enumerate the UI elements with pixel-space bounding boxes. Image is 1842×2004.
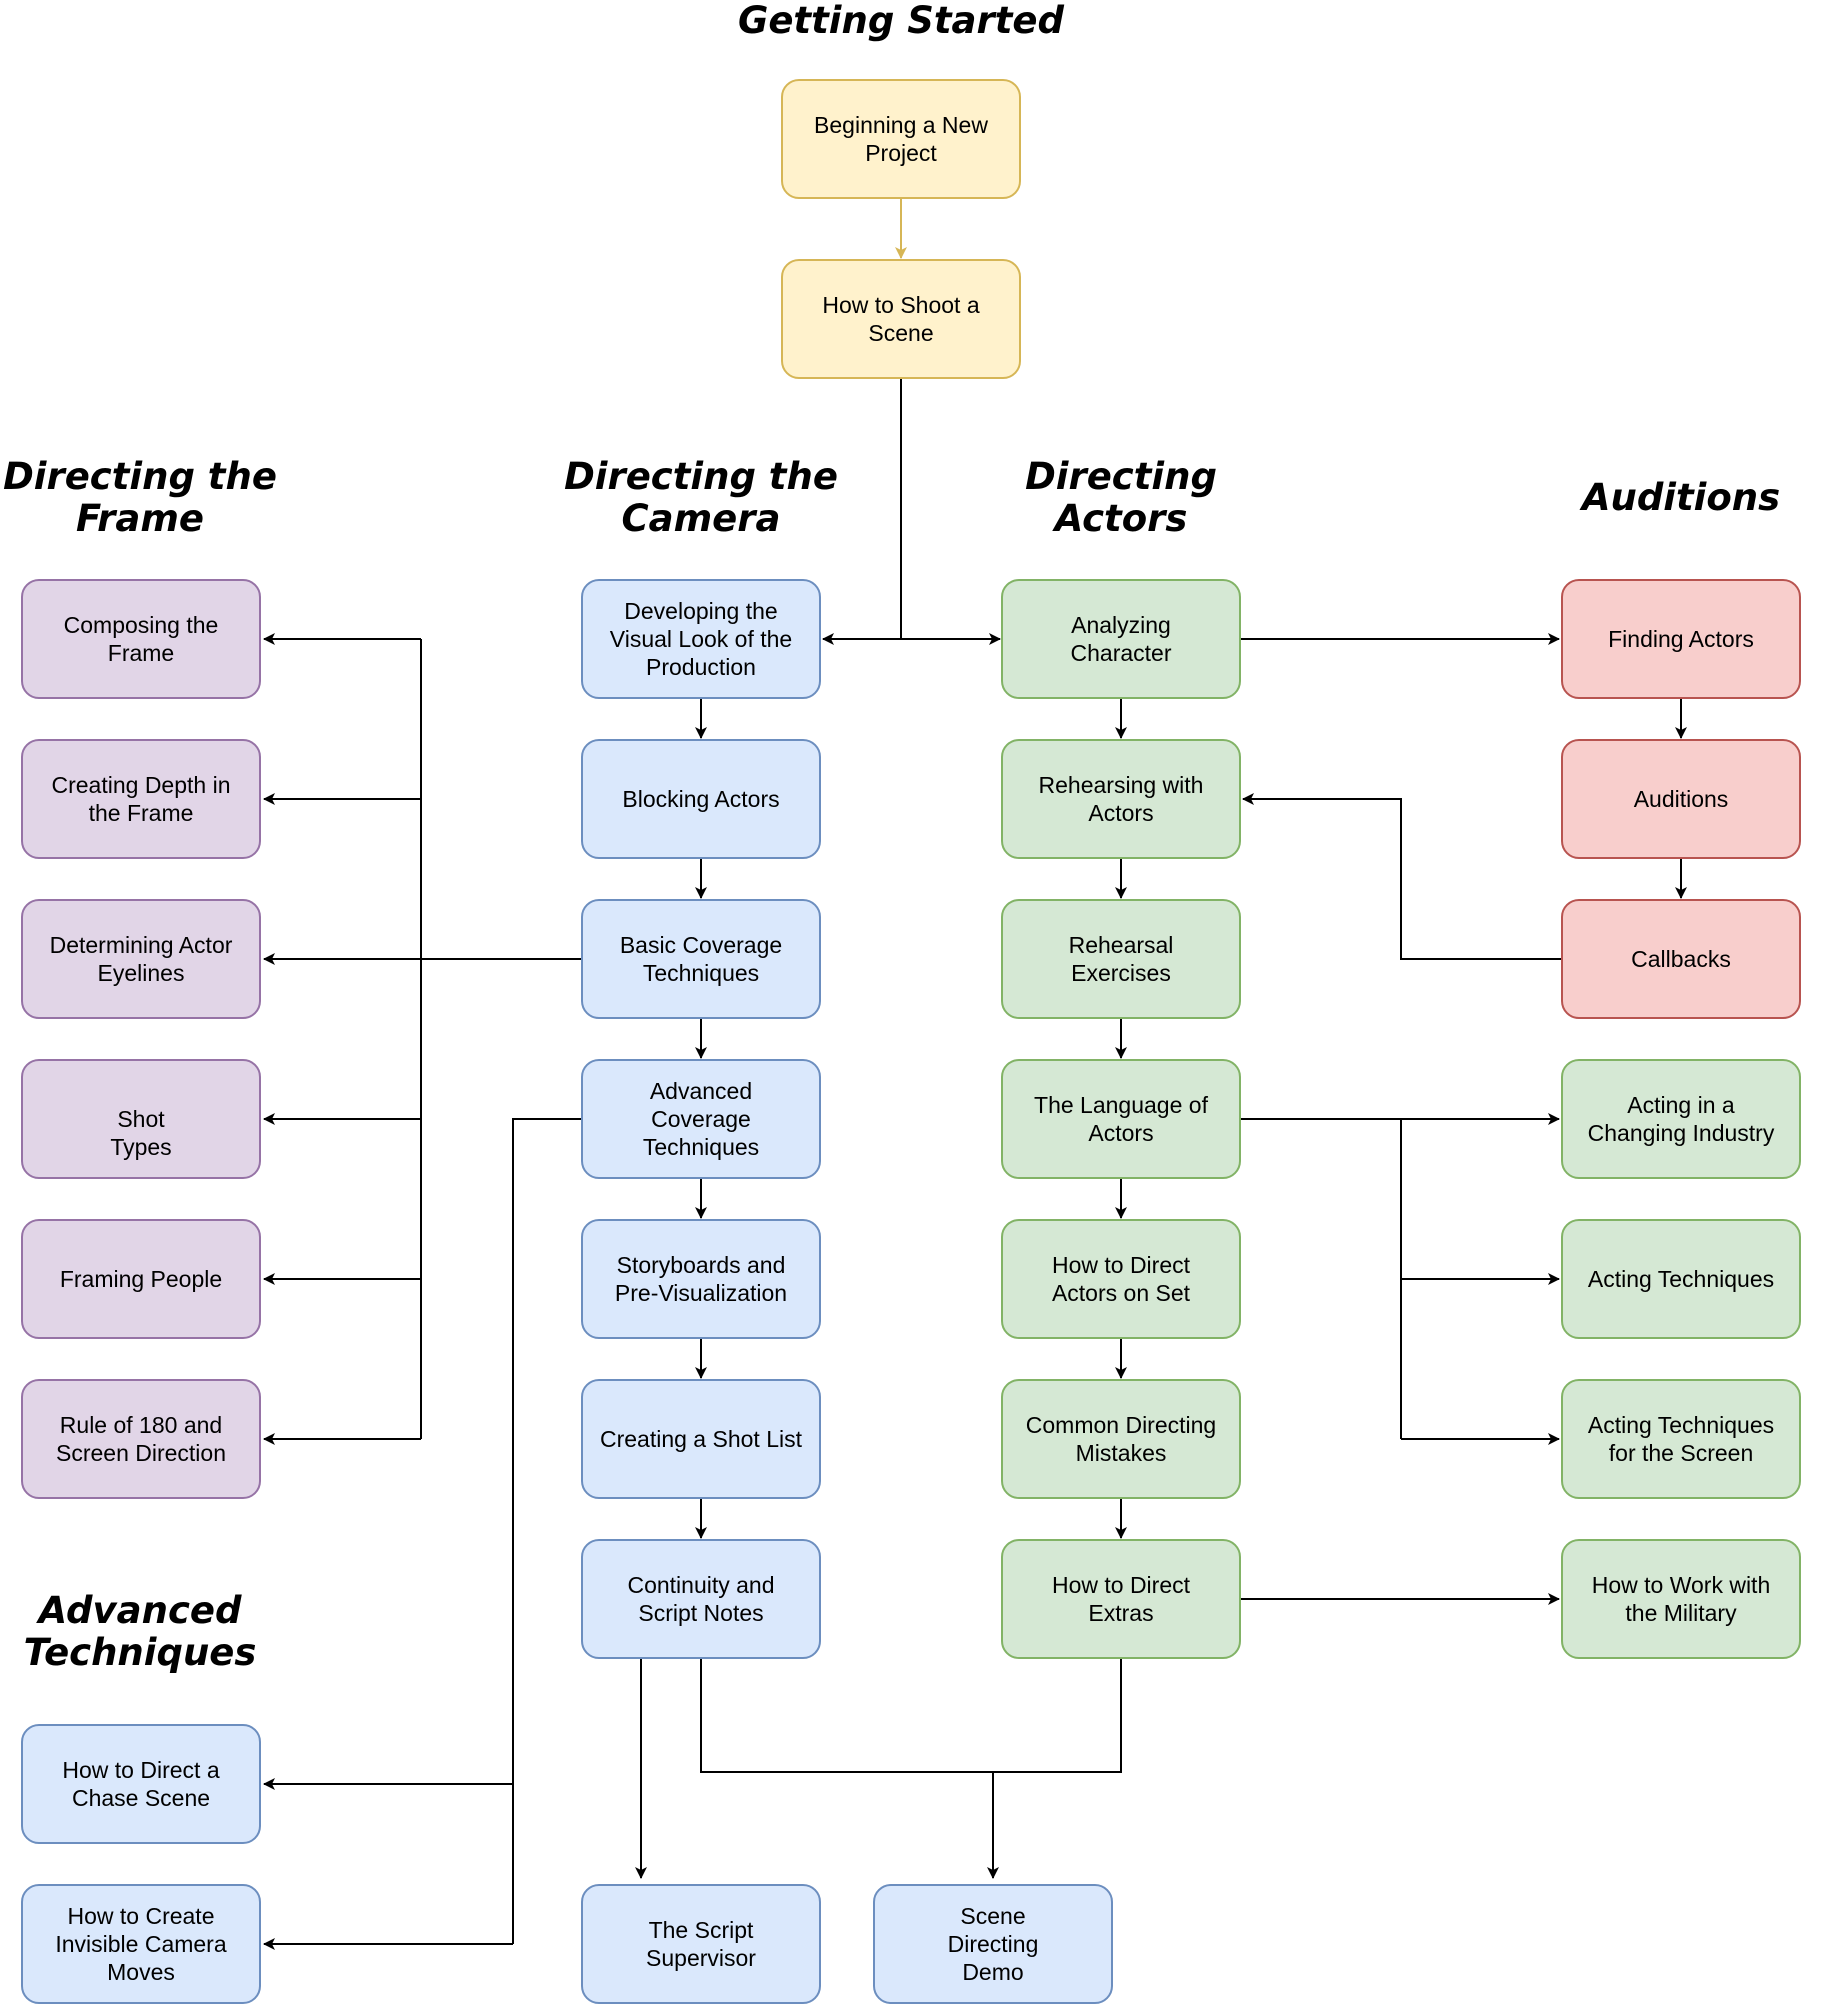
- node-rehearsing-actors[interactable]: Rehearsing with Actors: [1001, 739, 1241, 859]
- node-rule-of-180[interactable]: Rule of 180 and Screen Direction: [21, 1379, 261, 1499]
- node-acting-techniques[interactable]: Acting Techniques: [1561, 1219, 1801, 1339]
- node-auditions[interactable]: Auditions: [1561, 739, 1801, 859]
- node-how-to-shoot-scene[interactable]: How to Shoot a Scene: [781, 259, 1021, 379]
- node-label: Advanced Coverage Techniques: [642, 1078, 760, 1160]
- edge-callbacks-to-rehearsing: [1242, 793, 1561, 960]
- node-label: Creating Depth in the Frame: [51, 772, 231, 826]
- node-label: The Script Supervisor: [646, 1917, 756, 1971]
- node-label: How to Work with the Military: [1591, 1572, 1771, 1626]
- node-direct-extras[interactable]: How to Direct Extras: [1001, 1539, 1241, 1659]
- node-framing-people[interactable]: Framing People: [21, 1219, 261, 1339]
- node-label: Determining Actor Eyelines: [49, 932, 233, 986]
- node-invisible-camera-moves[interactable]: How to Create Invisible Camera Moves: [21, 1884, 261, 2004]
- edge-continuity-to-demo: [700, 1659, 999, 1879]
- node-common-mistakes[interactable]: Common Directing Mistakes: [1001, 1379, 1241, 1499]
- node-label: How to Direct Extras: [1051, 1572, 1191, 1626]
- node-script-supervisor[interactable]: The Script Supervisor: [581, 1884, 821, 2004]
- node-label: Framing People: [59, 1266, 223, 1292]
- heading-auditions: Auditions: [1581, 476, 1781, 519]
- node-label: How to Direct a Chase Scene: [62, 1757, 220, 1811]
- heading-getting-started: Getting Started: [737, 0, 1065, 42]
- node-label: The Language of Actors: [1034, 1092, 1208, 1146]
- node-label: Blocking Actors: [622, 786, 780, 812]
- node-creating-depth[interactable]: Creating Depth in the Frame: [21, 739, 261, 859]
- node-language-of-actors[interactable]: The Language of Actors: [1001, 1059, 1241, 1179]
- node-analyzing-character[interactable]: Analyzing Character: [1001, 579, 1241, 699]
- heading-directing-camera: Directing the Camera: [564, 455, 838, 540]
- node-label: Shot Types: [110, 1106, 172, 1160]
- node-label: Storyboards and Pre-Visualization: [614, 1252, 788, 1306]
- node-label: How to Direct Actors on Set: [1051, 1252, 1191, 1306]
- node-label: Common Directing Mistakes: [1025, 1412, 1217, 1466]
- node-work-with-military[interactable]: How to Work with the Military: [1561, 1539, 1801, 1659]
- node-rehearsal-exercises[interactable]: Rehearsal Exercises: [1001, 899, 1241, 1019]
- node-composing-frame[interactable]: Composing the Frame: [21, 579, 261, 699]
- node-storyboards[interactable]: Storyboards and Pre-Visualization: [581, 1219, 821, 1339]
- node-blocking-actors[interactable]: Blocking Actors: [581, 739, 821, 859]
- node-label: Composing the Frame: [63, 612, 219, 666]
- node-continuity-notes[interactable]: Continuity and Script Notes: [581, 1539, 821, 1659]
- heading-advanced-techniques: Advanced Techniques: [23, 1589, 257, 1674]
- node-label: Analyzing Character: [1070, 612, 1172, 666]
- node-label: Beginning a New Project: [814, 112, 988, 166]
- node-acting-techniques-screen[interactable]: Acting Techniques for the Screen: [1561, 1379, 1801, 1499]
- node-acting-changing-industry[interactable]: Acting in a Changing Industry: [1561, 1059, 1801, 1179]
- node-label: Rehearsal Exercises: [1068, 932, 1174, 986]
- node-determining-eyelines[interactable]: Determining Actor Eyelines: [21, 899, 261, 1019]
- node-beginning-new-project[interactable]: Beginning a New Project: [781, 79, 1021, 199]
- node-label: Acting Techniques for the Screen: [1587, 1412, 1775, 1466]
- node-creating-shot-list[interactable]: Creating a Shot List: [581, 1379, 821, 1499]
- node-label: Scene Directing Demo: [947, 1903, 1039, 1985]
- node-label: Callbacks: [1631, 946, 1731, 972]
- node-callbacks[interactable]: Callbacks: [1561, 899, 1801, 1019]
- node-basic-coverage[interactable]: Basic Coverage Techniques: [581, 899, 821, 1019]
- node-direct-actors-on-set[interactable]: How to Direct Actors on Set: [1001, 1219, 1241, 1339]
- node-scene-directing-demo[interactable]: Scene Directing Demo: [873, 1884, 1113, 2004]
- node-label: Rule of 180 and Screen Direction: [55, 1412, 227, 1466]
- node-developing-visual-look[interactable]: Developing the Visual Look of the Produc…: [581, 579, 821, 699]
- node-label: Basic Coverage Techniques: [619, 932, 783, 986]
- node-shot-types[interactable]: Shot Types: [21, 1059, 261, 1179]
- node-label: Finding Actors: [1608, 626, 1754, 652]
- node-label: Acting Techniques: [1587, 1266, 1775, 1292]
- node-label: How to Shoot a Scene: [822, 292, 980, 346]
- heading-directing-frame: Directing the Frame: [3, 455, 277, 540]
- node-advanced-coverage[interactable]: Advanced Coverage Techniques: [581, 1059, 821, 1179]
- node-label: Acting in a Changing Industry: [1587, 1092, 1775, 1146]
- node-label: Continuity and Script Notes: [627, 1572, 775, 1626]
- node-label: Developing the Visual Look of the Produc…: [609, 598, 793, 680]
- edge-extras-to-demo: [993, 1659, 1122, 1773]
- node-direct-chase-scene[interactable]: How to Direct a Chase Scene: [21, 1724, 261, 1844]
- node-finding-actors[interactable]: Finding Actors: [1561, 579, 1801, 699]
- node-label: Rehearsing with Actors: [1038, 772, 1204, 826]
- node-label: How to Create Invisible Camera Moves: [55, 1903, 227, 1985]
- node-label: Creating a Shot List: [599, 1426, 802, 1452]
- edge-advanced-to-advbus: [512, 1118, 581, 1944]
- heading-directing-actors: Directing Actors: [1025, 455, 1217, 540]
- node-label: Auditions: [1633, 786, 1729, 812]
